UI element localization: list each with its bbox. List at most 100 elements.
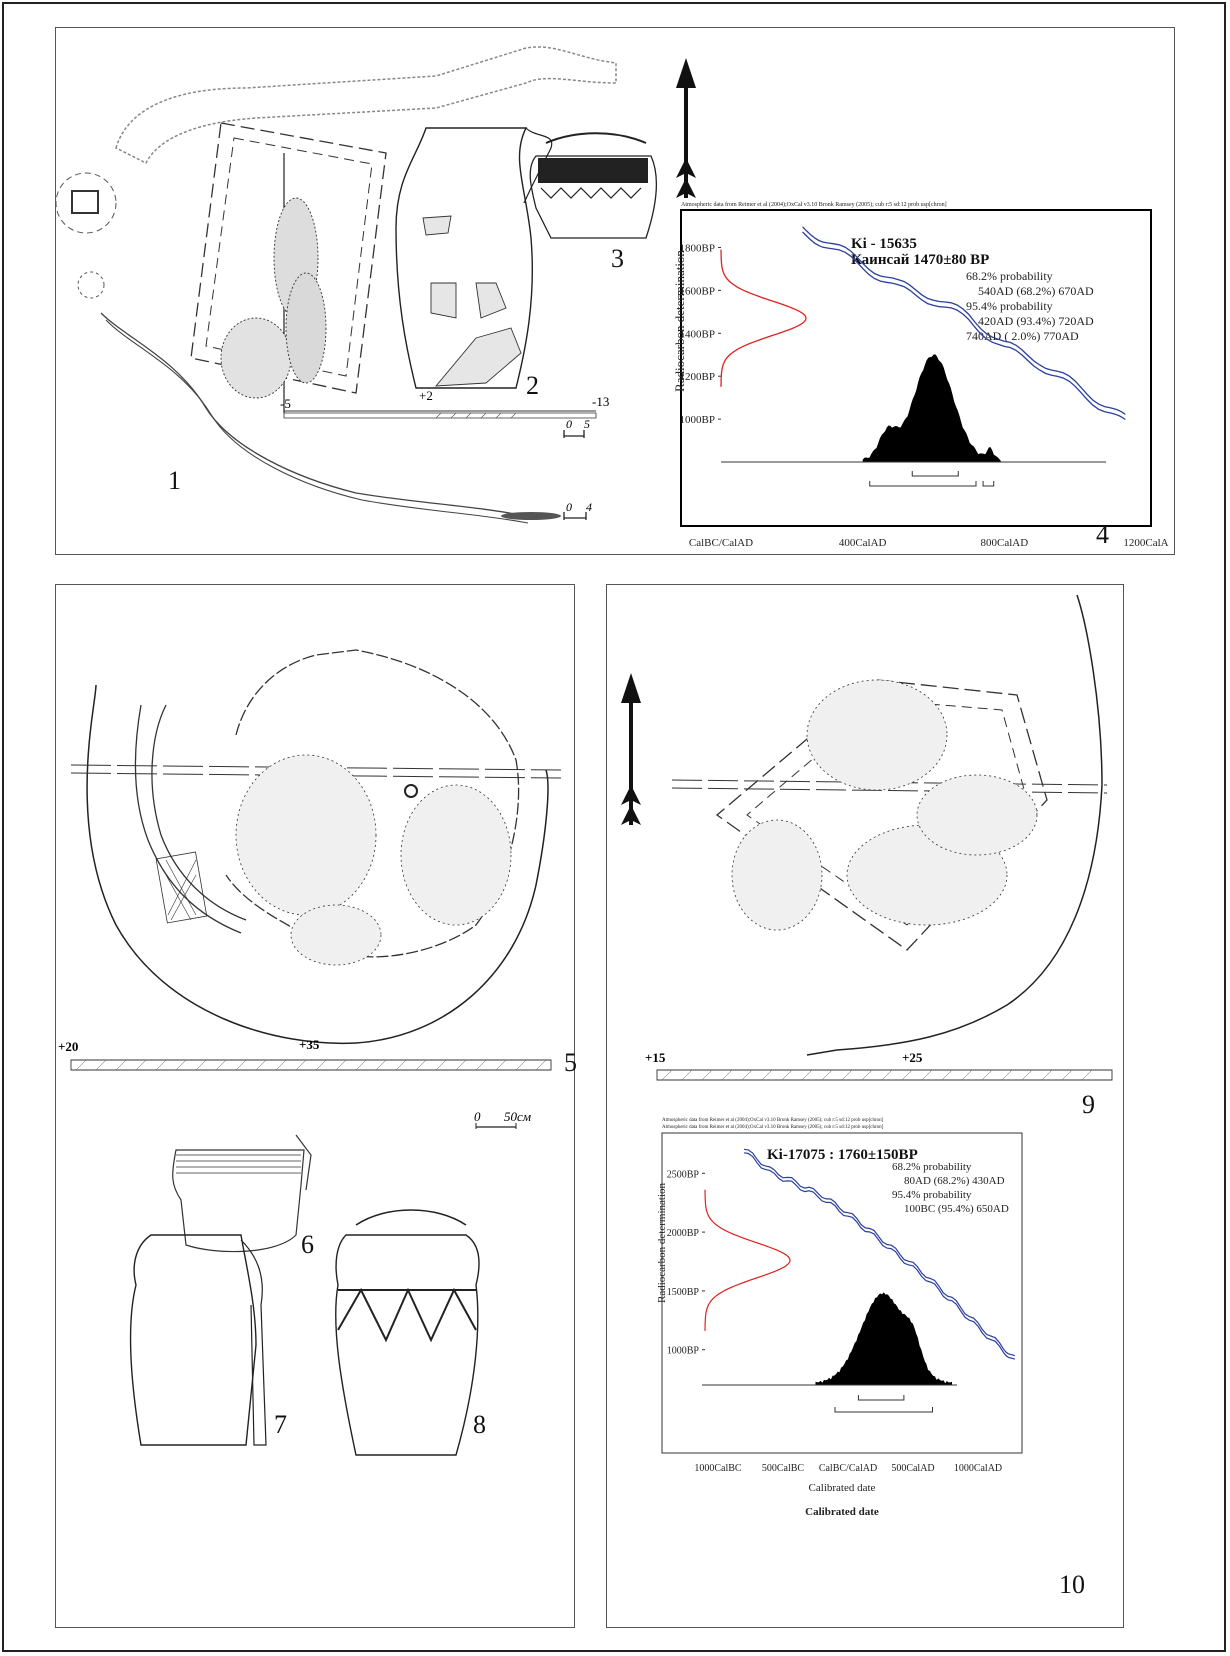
figure-number-5: 5 [564, 1048, 577, 1077]
y-tick-label: 1500BP [667, 1287, 700, 1298]
chart4-ylabel: Radiocarbon determination [672, 250, 687, 392]
section-mid-mark: +35 [299, 1037, 320, 1052]
top-panel-drawing: -5 +2 -13 0 5 0 4 [55, 46, 696, 524]
plan-9-drawing: +15 +25 [621, 594, 1113, 1081]
probability-annotation: 80AD (68.2%) 430AD [904, 1175, 1005, 1187]
bottom-right-panel: +15 +25 Atmospheric data from Reimer et … [606, 584, 1124, 1628]
y-tick-label: 1800BP [680, 242, 715, 254]
chart4-header: Atmospheric data from Reimer et al (2004… [681, 201, 947, 208]
chart4-ranges [869, 471, 995, 487]
x-tick-label: 1200CalA [1123, 537, 1168, 549]
chart10-title: Ki-17075 : 1760±150BP [767, 1147, 918, 1163]
probability-annotation: 420AD (93.4%) 720AD [978, 314, 1094, 328]
house-outline-dashed [190, 122, 387, 394]
section-mark-left: -5 [280, 396, 291, 411]
scale-section-value: 5 [584, 417, 590, 431]
section-left-mark: +15 [645, 1050, 666, 1065]
x-tick-label: 500CalBC [762, 1463, 805, 1474]
vessel-6-drawing [172, 1149, 305, 1253]
range-bracket [869, 481, 977, 487]
y-tick-label: 1000BP [680, 414, 715, 426]
chart4-title: Ki - 15635 [851, 236, 917, 252]
vessel-7-drawing [129, 1234, 257, 1446]
chart10-annotations: 68.2% probability 80AD (68.2%) 430AD 95.4%… [892, 1161, 1009, 1215]
chart4-calibration-curve [802, 226, 1126, 415]
figure-number-10: 10 [1059, 1570, 1085, 1599]
figure-number-9: 9 [1082, 1090, 1095, 1119]
top-panel: -5 +2 -13 0 5 0 4 Atmospheric data from … [55, 27, 1175, 555]
range-bracket [911, 471, 959, 477]
radiocarbon-chart-10: Atmospheric data from Reimer et al (2004… [656, 1118, 1023, 1518]
chart10-header-1: Atmospheric data from Reimer et al (2004… [662, 1118, 884, 1123]
section-mark-middle: +2 [419, 388, 433, 403]
chart10-xlabel-bottom: Calibrated date [805, 1506, 879, 1518]
y-tick-label: 1200BP [680, 371, 715, 383]
scale-value: 50см [504, 1109, 531, 1124]
chart4-y-ticks: 1800BP 1600BP 1400BP 1200BP 1000BP [680, 242, 721, 426]
scale-plan-value: 4 [586, 500, 592, 514]
vessel-2-drawing [395, 127, 533, 389]
plan-5-drawing: +20 +35 0 50см [58, 649, 562, 1456]
probability-annotation: 95.4% probability [892, 1189, 972, 1201]
chart10-xlabel: Calibrated date [809, 1482, 876, 1494]
x-tick-label: 500CalAD [891, 1463, 934, 1474]
probability-annotation: 68.2% probability [892, 1161, 972, 1173]
x-tick-label: 1000CalAD [954, 1463, 1002, 1474]
stones-plan-9 [731, 679, 1038, 931]
section-mark-right: -13 [592, 394, 609, 409]
chart10-y-ticks: 2500BP 2000BP 1500BP 1000BP [667, 1169, 705, 1357]
lower-boundary [100, 312, 527, 517]
pit-outline-circle [86, 684, 549, 1045]
figure-number-3: 3 [611, 244, 624, 273]
scale-plan-zero: 0 [566, 500, 572, 514]
probability-annotation: 100BC (95.4%) 650AD [904, 1203, 1009, 1215]
stone-cluster [220, 197, 327, 399]
figure-number-4: 4 [1096, 520, 1109, 549]
chart4-subtitle: Каинсай 1470±80 BP [851, 252, 989, 268]
figure-number-7: 7 [274, 1410, 287, 1439]
x-tick-label: CalBC/CalAD [689, 537, 753, 549]
probability-annotation: 740AD ( 2.0%) 770AD [966, 329, 1079, 343]
scale-zero: 0 [474, 1109, 481, 1124]
x-tick-label: 1000CalBC [694, 1463, 742, 1474]
figure-number-8: 8 [473, 1410, 486, 1439]
probability-annotation: 95.4% probability [966, 299, 1053, 313]
x-tick-label: 800CalAD [980, 537, 1028, 549]
y-tick-label: 2000BP [667, 1228, 700, 1239]
y-tick-label: 1000BP [667, 1346, 700, 1357]
stones-plan-5 [235, 754, 512, 966]
figure-number-2: 2 [526, 371, 539, 400]
scale-section-zero: 0 [566, 417, 572, 431]
chart10-bp-distribution [704, 1189, 791, 1331]
chart10-frame [661, 1132, 1023, 1454]
bottom-left-panel: +20 +35 0 50см 5 6 7 8 [55, 584, 577, 1628]
y-tick-label: 1600BP [680, 285, 715, 297]
range-bracket [982, 481, 995, 487]
chart10-header-2: Atmospheric data from Reimer et al (2004… [662, 1125, 884, 1130]
chart4-x-ticks: CalBC/CalAD 400CalAD 800CalAD 1200CalA [689, 537, 1169, 549]
probability-annotation: 540AD (68.2%) 670AD [978, 284, 1094, 298]
y-tick-label: 2500BP [667, 1169, 700, 1180]
figure-number-1: 1 [168, 466, 181, 495]
chart10-ranges [834, 1395, 933, 1413]
chart4-bp-distribution [720, 249, 807, 387]
vessel-3-drawing [529, 155, 658, 239]
chart4-calibrated-distribution [862, 354, 1001, 462]
chart4-frame [680, 209, 1152, 527]
probability-annotation: 68.2% probability [966, 269, 1053, 283]
y-tick-label: 1400BP [680, 328, 715, 340]
enclosure-outline [115, 46, 617, 165]
range-bracket [834, 1407, 933, 1413]
chart4-calibration-curve-band [802, 231, 1126, 421]
section-left-mark: +20 [58, 1039, 78, 1054]
x-tick-label: 400CalAD [839, 537, 887, 549]
chart10-ylabel: Radiocarbon determination [656, 1182, 668, 1303]
vessel-8-drawing [335, 1234, 480, 1456]
radiocarbon-chart-4: Atmospheric data from Reimer et al (2004… [672, 201, 1169, 549]
figure-number-6: 6 [301, 1230, 314, 1259]
chart10-calibration-curve-band [743, 1152, 1016, 1360]
pit-outline [806, 594, 1103, 1056]
